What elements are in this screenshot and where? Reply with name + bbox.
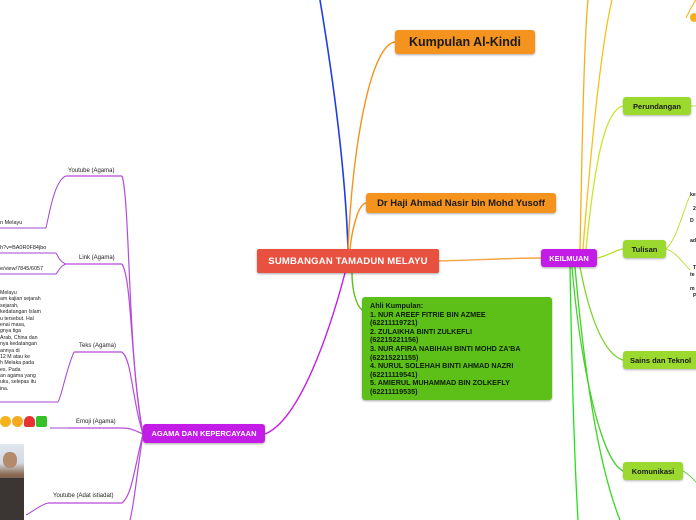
members-line: 4. NURUL SOLEHAH BINTI AHMAD NAZRI [370,361,514,371]
perundangan-node[interactable]: Perundangan [623,97,691,115]
connector-top-blue [319,0,349,250]
central-topic[interactable]: SUMBANGAN TAMADUN MELAYU [257,249,439,273]
paragraph-line: Melayu [0,290,17,296]
connector-kumpulan [347,41,396,250]
members-line: 5. AMIERUL MUHAMMAD BIN ZOLKEFLY [370,378,510,388]
tulisan-node[interactable]: Tulisan [623,240,666,258]
paragraph-line: gnya tiga [0,328,22,335]
keilmuan-node[interactable]: KEILMUAN [541,249,597,267]
members-line: 3. NUR AFIRA NABIHAH BINTI MOHD ZA'BA [370,343,521,353]
tulisan-leaf-fragment: te [690,272,695,278]
connector-tulisan [596,248,624,259]
paragraph-line: uku, selepas itu [0,379,37,386]
paragraph-line: nya kedatangan [0,341,37,348]
connector-agama [264,272,346,435]
paragraph-line: u tersebut. Hal [0,315,34,322]
paragraph-line: am kajian sejarah [0,296,41,303]
members-line: Ahli Kumpulan: [370,301,424,310]
smile-emoji-icon [0,416,11,427]
paragraph-line: sejarah, [0,302,19,309]
heart-emoji-icon [24,416,35,427]
tulisan-leaf-fragment: m [690,286,695,292]
connector-sains [579,266,624,361]
members-node[interactable]: Ahli Kumpulan: 1. NUR AREEF FITRIE BIN A… [362,297,552,400]
members-line: (62211119535) [370,386,418,396]
members-line: (62211119541) [370,369,418,379]
person-face [3,452,17,468]
lecturer-node[interactable]: Dr Haji Ahmad Nasir bin Mohd Yusoff [366,193,556,213]
youtube-adat-label[interactable]: Youtube (Adat istiadat) [53,493,114,499]
members-line: 2. ZULAIKHA BINTI ZULKEFLI [370,326,472,336]
paragraph-line: ina. [0,385,9,392]
emoji-icon [690,13,696,22]
komunikasi-node[interactable]: Komunikasi [623,462,683,480]
sains-node[interactable]: Sains dan Teknol [623,351,696,369]
check-emoji-icon [36,416,47,427]
connector-members [351,272,363,311]
tulisan-leaf-fragment: ke [690,192,696,198]
paragraph-line: es. Pada [0,366,21,373]
paragraph-line: kedatangan Islam [0,309,41,316]
members-line: (62215221155) [370,352,419,362]
paragraph-line: an agama yang [0,373,36,380]
youtube-agama-leaf[interactable]: n Melayu [0,220,23,226]
tulisan-leaf-fragment: 2 [693,206,696,212]
link-agama-leaf[interactable]: h?v=BA0R0F84jbo [0,245,47,251]
members-line: (62215221156) [370,335,419,345]
kumpulan-node[interactable]: Kumpulan Al-Kindi [395,30,535,54]
youtube-agama-label[interactable]: Youtube (Agama) [68,168,115,174]
emoji-agama-label[interactable]: Emoji (Agama) [76,419,116,425]
connector-keilmuan [438,257,542,262]
agama-node[interactable]: AGAMA DAN KEPERCAYAAN [143,424,265,443]
link-agama-label[interactable]: Link (Agama) [79,255,115,261]
tulisan-leaf-fragment: ad [690,238,696,244]
tulisan-leaf-fragment: P [693,293,696,299]
person-body [0,478,24,520]
paragraph-line: Arab, China dan [0,334,38,341]
connector-drhaji [349,202,367,250]
paragraph-line: 12 M atau ke [0,353,30,360]
grin-emoji-icon [12,416,23,427]
link-agama-leaf[interactable]: e/view/7845/6057 [0,266,44,272]
members-line: 1. NUR AREEF FITRIE BIN AZMEE [370,309,486,319]
video-thumbnail[interactable] [0,444,24,520]
tulisan-leaf-fragment: T [693,265,696,271]
connector-komunikasi [571,266,624,472]
paragraph-line: annya di [0,347,20,354]
members-line: (62211119721) [370,318,418,328]
tulisan-leaf-fragment: D [690,218,694,224]
emoji-row [0,416,47,427]
connector-perundangan [585,105,624,250]
paragraph-line: h Melaka pada [0,360,35,367]
teks-agama-paragraph: Melayu am kajian sejarah sejarah, kedata… [0,290,52,392]
teks-agama-label[interactable]: Teks (Agama) [79,343,117,349]
paragraph-line: enai masa, [0,321,26,328]
